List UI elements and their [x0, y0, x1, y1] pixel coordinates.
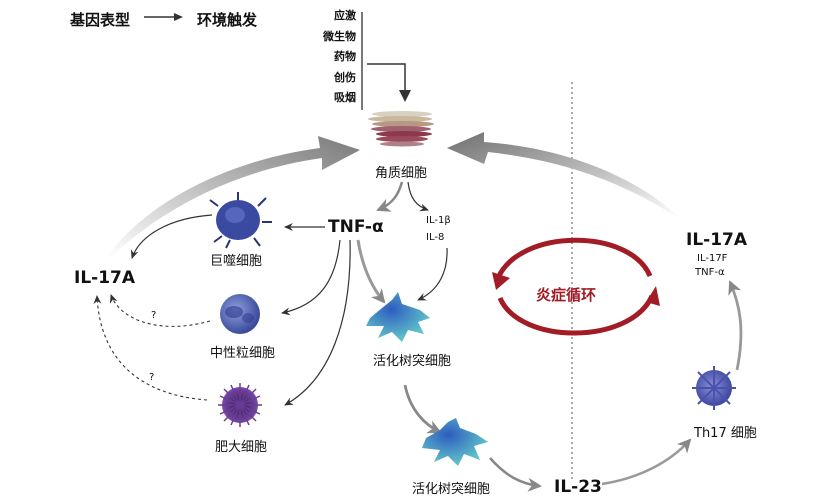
activated-dc-label-2: 活化树突细胞	[412, 482, 491, 497]
trigger-to-keratinocyte-arrow	[367, 63, 411, 102]
trigger-item: 创伤	[334, 70, 356, 84]
neutrophil-icon	[220, 294, 260, 334]
mast-cell-label: 肥大细胞	[215, 440, 268, 455]
il8-to-dc-arrow	[417, 247, 448, 301]
macrophage-icon	[209, 192, 272, 249]
macrophage-label: 巨噬细胞	[210, 254, 263, 269]
dc-to-dc-arrow	[403, 384, 442, 434]
trigger-item: 微生物	[323, 29, 356, 43]
th17-to-il17a-arrow	[728, 280, 743, 371]
trigger-item: 药物	[334, 50, 356, 63]
il23-to-th17-arrow	[601, 438, 692, 486]
trigger-item: 吸烟	[334, 91, 356, 104]
neutrophil-label: 中性粒细胞	[210, 346, 276, 361]
neutrophil-to-il17a-dashed-arrow	[109, 294, 211, 327]
dendritic-cell-icon-2	[422, 418, 488, 466]
il17f-label: IL-17F	[697, 253, 728, 264]
mast-cell-icon	[218, 383, 262, 427]
il17a-right-label: IL-17A	[686, 230, 748, 250]
keratinocyte-to-il1b-arrow	[407, 181, 429, 212]
genotype-label: 基因表型	[70, 11, 131, 29]
environment-trigger-label: 环境触发	[197, 11, 258, 29]
right-arrow-icon	[144, 13, 183, 21]
keratinocyte-to-tnf-arrow	[376, 181, 404, 212]
trigger-item: 应激	[334, 9, 356, 22]
tnf-alpha-label: TNF-α	[328, 217, 384, 237]
tnf-to-mast-arrow	[284, 239, 351, 406]
tnf-to-neutrophil-arrow	[281, 239, 341, 316]
inflammation-cycle-label: 炎症循环	[536, 286, 597, 304]
inflammation-cycle-arrows	[492, 237, 660, 336]
mast-to-il17a-dashed-arrow	[93, 295, 208, 401]
il8-label: IL-8	[426, 232, 445, 243]
il17a-to-keratinocyte-arrow	[108, 136, 360, 258]
activated-dc-label-1: 活化树突细胞	[373, 354, 452, 369]
unknown-mark: ?	[151, 310, 157, 321]
keratinocyte-icon	[368, 111, 434, 147]
dc-to-il23-arrow	[489, 457, 542, 492]
tnf-to-dc-arrow	[356, 239, 386, 304]
trigger-list: 应激 微生物 药物 创伤 吸烟	[300, 6, 356, 109]
macrophage-to-il17a-arrow	[130, 214, 213, 259]
tnf-alpha-small-label: TNF-α	[695, 267, 725, 278]
unknown-mark: ?	[149, 372, 155, 383]
right-il17a-to-keratinocyte-arrow	[447, 132, 680, 218]
th17-cell-icon	[692, 366, 736, 410]
il1b-label: IL-1β	[426, 215, 451, 226]
il23-label: IL-23	[554, 477, 602, 497]
il17a-left-label: IL-17A	[74, 268, 136, 288]
keratinocyte-label: 角质细胞	[375, 166, 428, 181]
dendritic-cell-icon-1	[366, 292, 430, 342]
th17-label: Th17 细胞	[694, 426, 757, 441]
